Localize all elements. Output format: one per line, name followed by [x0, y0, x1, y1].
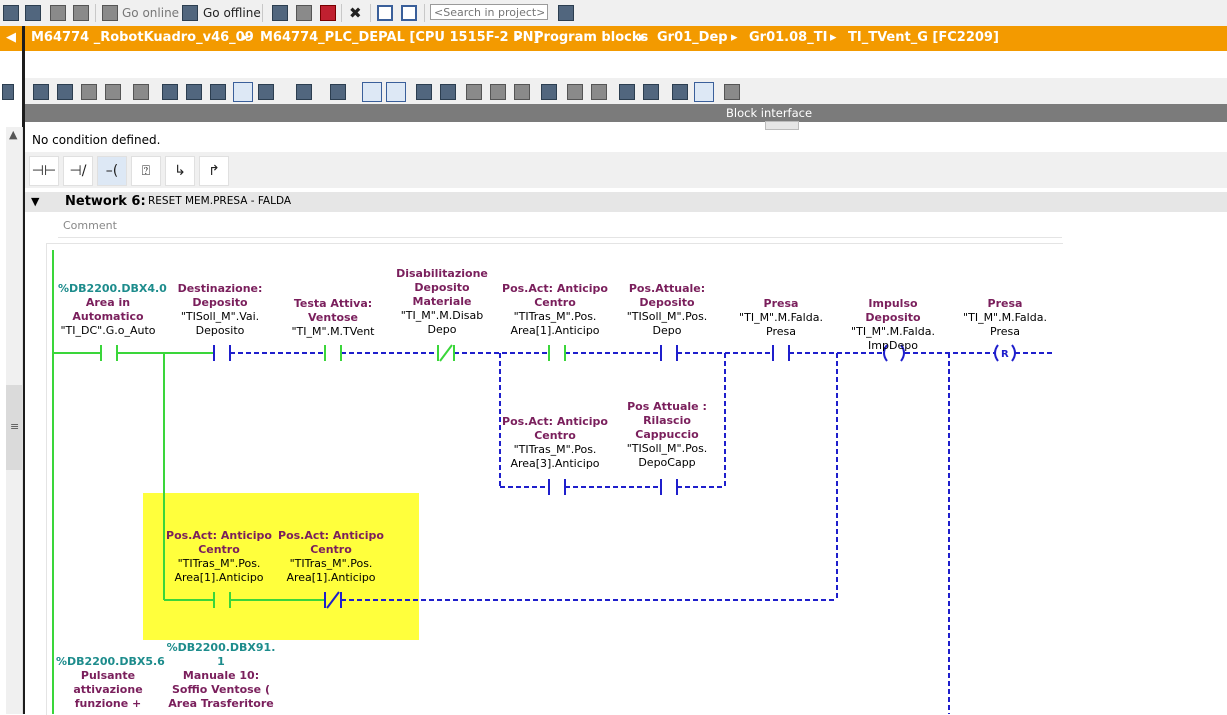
highlight-icon[interactable] — [386, 82, 406, 102]
coil-label-impulso-deposito[interactable]: Impulso Deposito "TI_M".M.Falda. ImpDepo — [851, 297, 935, 352]
monitoring-on-off-icon[interactable] — [694, 82, 714, 102]
network-comment-box[interactable] — [58, 215, 1062, 238]
wire-icon[interactable] — [591, 84, 607, 100]
step-into-icon[interactable] — [490, 84, 506, 100]
reset-start-values-icon[interactable] — [133, 84, 149, 100]
empty-box-icon[interactable]: ⍰ — [131, 156, 161, 186]
next-error-icon[interactable] — [643, 84, 659, 100]
rewiring-icon[interactable] — [567, 84, 583, 100]
contact-label-testa-attiva[interactable]: Testa Attiva: Ventose "TI_M".M.TVent — [291, 297, 375, 338]
scroll-up-icon[interactable]: ▲ — [9, 128, 18, 141]
show-tag-info-icon[interactable] — [296, 84, 312, 100]
breadcrumb-group[interactable]: Gr01_Dep — [657, 30, 728, 45]
start-cpu-icon[interactable] — [296, 4, 312, 21]
comment-placeholder[interactable]: Comment — [63, 219, 117, 232]
go-offline-button[interactable]: Go offline — [203, 5, 261, 20]
breadcrumb-separator-icon: ▸ — [639, 30, 646, 45]
go-online-button[interactable]: Go online — [122, 5, 180, 20]
open-all-networks-icon[interactable] — [162, 84, 178, 100]
insert-row-icon[interactable] — [81, 84, 97, 100]
add-row-icon[interactable] — [105, 84, 121, 100]
contact-label-anticipo-centro-nc[interactable]: Pos.Act: Anticipo Centro "TITras_M".Pos.… — [278, 529, 384, 584]
contact-label-pulsante[interactable]: %DB2200.DBX5.6 Pulsante attivazione funz… — [56, 655, 165, 710]
contact-symbols — [100, 344, 1016, 609]
cross-references-icon[interactable]: ✖ — [349, 3, 362, 22]
ladder-area — [46, 243, 1063, 715]
network-title[interactable]: Network 6: — [65, 194, 146, 209]
breadcrumb-program-blocks[interactable]: Program blocks — [534, 30, 649, 45]
close-branch-icon[interactable]: ↱ — [199, 156, 229, 186]
split-horizontal-icon[interactable] — [377, 4, 393, 21]
stop-cpu-icon[interactable] — [320, 4, 336, 21]
accessible-devices-icon[interactable] — [272, 4, 288, 21]
split-vertical-icon[interactable] — [401, 4, 417, 21]
delete-network-icon[interactable] — [57, 84, 73, 100]
scrollbar-thumb[interactable] — [6, 385, 22, 470]
collapse-network-icon[interactable]: ▼ — [31, 195, 40, 208]
breadcrumb-block[interactable]: TI_TVent_G [FC2209] — [848, 30, 999, 45]
insert-network-icon[interactable] — [2, 84, 14, 100]
contact-label-auto[interactable]: %DB2200.DBX4.0 Area in Automatico "TI_DC… — [58, 282, 167, 337]
contact-label-rilascio-cappuccio[interactable]: Pos Attuale : Rilascio Cappuccio "TISoll… — [626, 400, 708, 469]
contact-label-anticipo-area3[interactable]: Pos.Act: Anticipo Centro "TITras_M".Pos.… — [502, 415, 608, 470]
step-icon[interactable] — [466, 84, 482, 100]
power-rail — [52, 250, 325, 714]
collapse-arrow-icon[interactable]: ◀ — [6, 30, 16, 45]
coil-label-presa-reset[interactable]: Presa "TI_M".M.Falda. Presa — [963, 297, 1047, 338]
main-toolbar: Go online Go offline ✖ — [0, 0, 1227, 27]
contact-label-manuale-10[interactable]: %DB2200.DBX91. 1 Manuale 10: Soffio Vent… — [166, 641, 276, 710]
block-interface-label[interactable]: Block interface — [726, 106, 813, 120]
tag-information-icon[interactable] — [330, 84, 346, 100]
previous-error-icon[interactable] — [619, 84, 635, 100]
download-to-pg-icon[interactable] — [50, 4, 66, 21]
breadcrumb-separator-icon: ▸ — [731, 30, 738, 45]
contact-label-anticipo-centro[interactable]: Pos.Act: Anticipo Centro "TITras_M".Pos.… — [502, 282, 608, 337]
thumb-grip-icon: ≡ — [10, 420, 20, 433]
interface-splitter-handle[interactable] — [765, 121, 799, 130]
search-binoculars-icon[interactable] — [558, 4, 574, 21]
breadcrumb-separator-icon: ▸ — [242, 30, 249, 45]
go-offline-icon[interactable] — [182, 4, 198, 21]
contact-label-anticipo-centro-no[interactable]: Pos.Act: Anticipo Centro "TITras_M".Pos.… — [166, 529, 272, 584]
go-online-icon[interactable] — [102, 4, 118, 21]
breadcrumb-plc[interactable]: M64774_PLC_DEPAL [CPU 1515F-2 PN] — [260, 30, 540, 45]
reset-coil-symbol: R — [1001, 349, 1009, 360]
network-comment[interactable]: RESET MEM.PRESA - FALDA — [148, 195, 292, 207]
go-to-icon[interactable] — [541, 84, 557, 100]
upload-icon[interactable] — [25, 4, 41, 21]
block-interface-bar[interactable] — [25, 104, 1227, 122]
search-project-input[interactable] — [430, 4, 548, 20]
breakpoint-icon[interactable] — [416, 84, 432, 100]
monitor-icon[interactable] — [672, 84, 688, 100]
contact-label-presa[interactable]: Presa "TI_M".M.Falda. Presa — [739, 297, 823, 338]
no-contact-icon[interactable]: ⊣⊢ — [29, 156, 59, 186]
breadcrumb-separator-icon: ▸ — [516, 30, 523, 45]
snapshot-icon[interactable] — [724, 84, 740, 100]
contact-label-disabilitazione[interactable]: Disabilitazione Deposito Materiale "TI_M… — [396, 267, 488, 336]
close-all-networks-icon[interactable] — [186, 84, 202, 100]
breadcrumb-subgroup[interactable]: Gr01.08_TI — [749, 30, 828, 45]
clear-breakpoint-icon[interactable] — [440, 84, 456, 100]
contact-label-destinazione[interactable]: Destinazione: Deposito "TISoll_M".Vai. D… — [177, 282, 263, 337]
network-header[interactable] — [25, 192, 1227, 212]
dashed-wires — [230, 352, 1055, 714]
breadcrumb-separator-icon: ▸ — [830, 30, 837, 45]
breadcrumb-project[interactable]: M64774 _RobotKuadro_v46_09 — [31, 30, 254, 45]
contact-label-pos-attuale[interactable]: Pos.Attuale: Deposito "TISoll_M".Pos. De… — [626, 282, 708, 337]
left-divider — [22, 26, 25, 714]
upload-from-device-icon[interactable] — [73, 4, 89, 21]
open-branch-icon[interactable]: ↳ — [165, 156, 195, 186]
condition-text: No condition defined. — [32, 133, 161, 147]
network-comments-icon[interactable] — [210, 84, 226, 100]
insert-network-icon[interactable] — [33, 84, 49, 100]
download-icon[interactable] — [3, 4, 19, 21]
favorites-icon[interactable] — [362, 82, 382, 102]
step-out-icon[interactable] — [514, 84, 530, 100]
breadcrumb: ◀ M64774 _RobotKuadro_v46_09 ▸ M64774_PL… — [0, 26, 1227, 51]
highlight-box — [143, 493, 419, 640]
absolute-operands-icon[interactable] — [258, 84, 274, 100]
show-comments-icon[interactable] — [233, 82, 253, 102]
